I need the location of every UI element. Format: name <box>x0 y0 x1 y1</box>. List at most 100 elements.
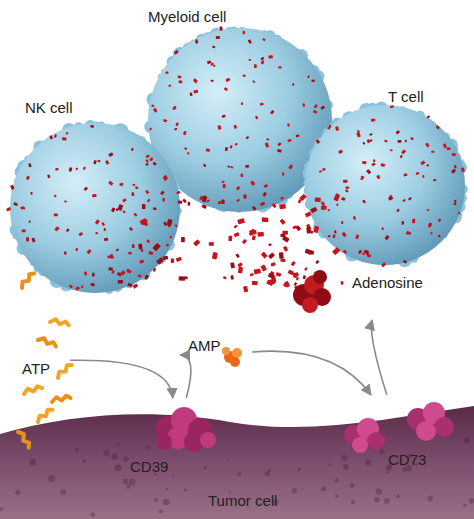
adenosine-dot <box>254 269 261 275</box>
adenosine-dot <box>396 130 400 134</box>
adenosine-dot <box>371 163 375 167</box>
adenosine-dot <box>6 207 11 212</box>
membrane-texture <box>104 450 110 456</box>
adenosine-dot <box>234 232 240 237</box>
adenosine-dot <box>243 286 248 293</box>
adenosine-dot <box>299 194 306 201</box>
adenosine-dot <box>292 225 297 229</box>
membrane-texture <box>147 445 151 449</box>
adenosine-dot <box>261 252 268 259</box>
adenosine-dot <box>303 275 306 279</box>
amp-molecule: AMP <box>180 335 252 375</box>
adenosine-dot <box>292 83 295 86</box>
membrane-texture <box>163 499 170 506</box>
adenosine-dot <box>360 178 363 180</box>
adenosine-dot <box>264 184 269 188</box>
membrane-texture <box>268 469 271 472</box>
reaction-arrow <box>371 320 386 395</box>
adenosine-dot <box>250 273 254 277</box>
adenosine-dot <box>92 273 95 277</box>
adenosine-dot <box>410 137 413 140</box>
enzyme-lobe <box>156 434 172 450</box>
adenosine-dot <box>249 229 256 235</box>
adenosine-dot <box>425 142 429 147</box>
adenosine-dot <box>75 286 80 290</box>
adenosine-dot <box>54 214 58 217</box>
adenosine-dot <box>309 230 313 234</box>
adenosine-dot <box>268 243 271 246</box>
adenosine-dot <box>183 131 187 136</box>
membrane-texture <box>329 464 332 467</box>
adenosine-dot <box>22 229 26 232</box>
adenosine-dot <box>451 168 456 173</box>
membrane-texture <box>29 459 36 466</box>
adenosine-dot <box>288 164 293 169</box>
adenosine-dot <box>135 186 139 189</box>
adenosine-dot <box>280 219 286 225</box>
adenosine-dot <box>412 219 415 223</box>
adenosine-dot <box>277 142 281 146</box>
adenosine-dot <box>315 260 319 264</box>
membrane-texture <box>386 465 392 471</box>
adenosine-dot <box>26 176 30 181</box>
membrane-texture <box>298 468 301 471</box>
adenosine-dot <box>431 151 434 153</box>
adenosine-dot <box>430 232 433 235</box>
adenosine-dot <box>122 198 127 202</box>
node-label: Tumor cell <box>208 492 277 510</box>
adenosine-dot <box>356 132 361 137</box>
adenosine-dot <box>223 184 226 188</box>
adenosine-dot <box>28 163 31 167</box>
adenosine-dot <box>269 271 275 278</box>
adenosine-dot <box>262 38 266 41</box>
adenosine-dot <box>362 161 367 164</box>
adenosine-dot <box>111 270 115 274</box>
adenosine-dot <box>250 180 255 185</box>
adenosine-dot <box>181 237 185 242</box>
adenosine-dot <box>193 239 200 246</box>
atp-squiggle <box>51 395 70 402</box>
adenosine-dot <box>175 122 179 126</box>
adenosine-dot <box>165 72 168 74</box>
adenosine-dot <box>184 277 188 280</box>
membrane-texture <box>83 460 86 463</box>
adenosine-dot <box>293 272 299 277</box>
adenosine-dot <box>146 239 150 243</box>
membrane-texture <box>351 500 355 504</box>
adenosine-dot <box>242 31 245 34</box>
adenosine-dot <box>447 147 451 150</box>
nk-cell: NK cell <box>5 95 190 300</box>
adenosine-dot <box>371 118 376 122</box>
adenosine-dot <box>217 125 221 130</box>
adenosine-dot <box>75 248 78 252</box>
adenosine-dot <box>416 172 420 175</box>
adenosine-dot <box>332 234 335 238</box>
membrane-texture <box>376 489 382 495</box>
node-label: ATP <box>22 360 50 378</box>
adenosine-dot <box>261 60 265 64</box>
adenosine-dot <box>141 221 146 226</box>
adenosine-dot <box>271 276 276 283</box>
membrane-texture <box>350 483 354 487</box>
adenosine-dot <box>461 167 465 172</box>
adenosine-dot <box>238 267 243 274</box>
adenosine-dot <box>428 224 430 227</box>
adenosine-dot <box>403 173 407 177</box>
adenosine-dot <box>406 231 410 235</box>
membrane-texture <box>386 471 389 474</box>
adenosine-dot <box>49 135 53 139</box>
adenosine-dot <box>75 167 78 170</box>
membrane-texture <box>172 475 174 477</box>
adenosine-dot <box>230 262 235 268</box>
adenosine-dot <box>176 191 180 195</box>
adenosine-dot <box>401 149 406 154</box>
adenosine-dot <box>147 199 151 203</box>
adenosine-dot <box>293 282 297 286</box>
adenosine-dot <box>451 153 456 157</box>
adenosine-dot <box>362 200 366 204</box>
adenosine-dot <box>252 182 256 186</box>
membrane-texture <box>365 460 371 466</box>
node-label: AMP <box>188 337 221 355</box>
adenosine-dot <box>282 231 288 235</box>
membrane-texture <box>154 473 156 475</box>
